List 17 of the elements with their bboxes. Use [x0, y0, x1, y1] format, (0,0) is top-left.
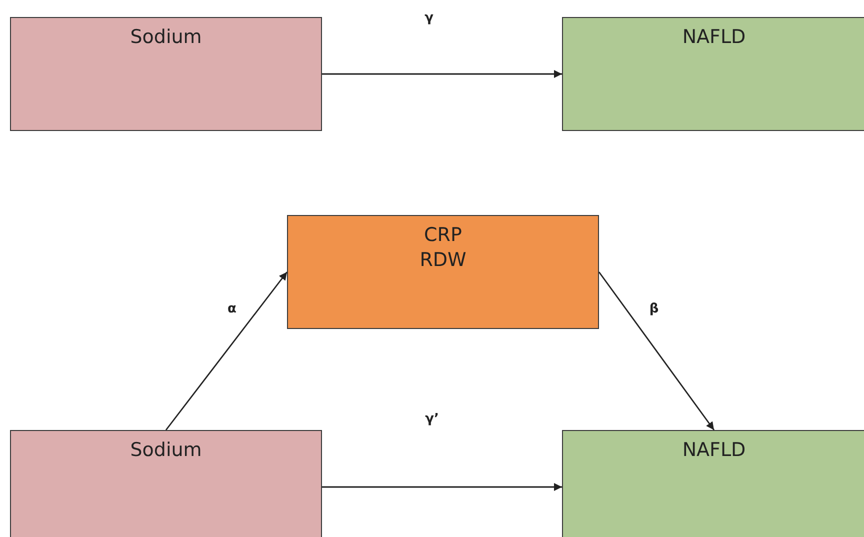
process-box [10, 430, 322, 537]
process-box [10, 17, 322, 131]
edge-label: γ’ [423, 412, 441, 426]
node-label: NAFLD [682, 25, 746, 50]
process-box [562, 430, 864, 537]
process-box [287, 215, 599, 329]
node-label: Sodium [130, 25, 202, 50]
node-label: NAFLD [682, 438, 746, 463]
arrow [322, 70, 562, 78]
node-label: Sodium [130, 438, 202, 463]
arrow [165, 272, 288, 430]
node-label: RDW [420, 248, 466, 273]
node-label: CRP [424, 223, 462, 248]
process-box [562, 17, 864, 131]
arrow [598, 272, 715, 430]
edge-label: β [647, 302, 661, 316]
arrow [322, 483, 562, 491]
